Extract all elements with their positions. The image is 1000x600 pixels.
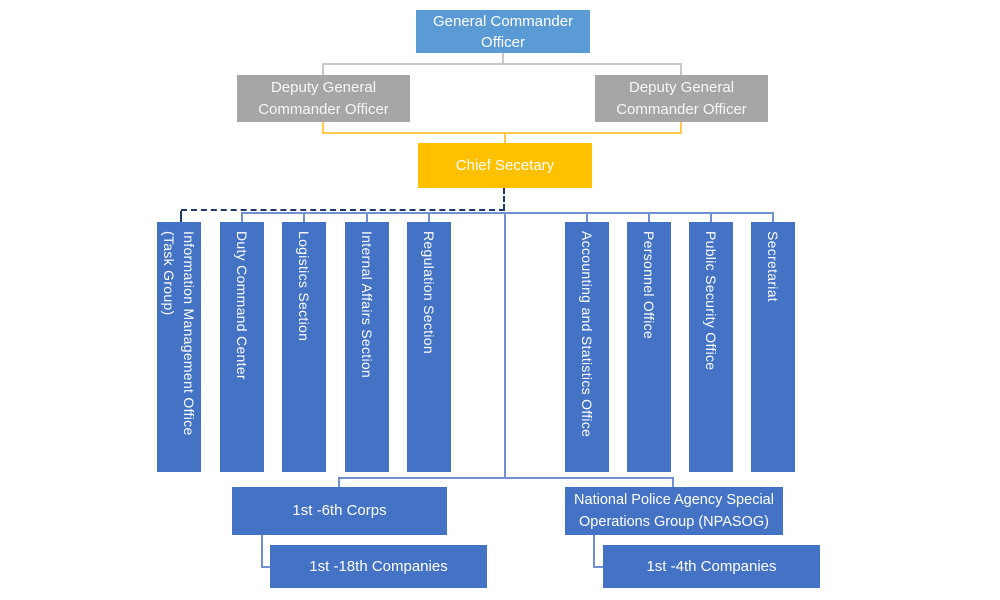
- node-label: Duty Command Center: [234, 231, 250, 380]
- node-label: General Commander Officer: [432, 12, 574, 51]
- node-label: National Police Agency Special Operation…: [574, 492, 774, 530]
- connector-gold-center-stub: [504, 132, 506, 143]
- node-corps: 1st -6th Corps: [232, 487, 447, 535]
- node-npasog: National Police Agency Special Operation…: [565, 487, 783, 535]
- connector-elbow-left-horizontal: [261, 566, 270, 568]
- node-regulation-section: Regulation Section: [407, 222, 451, 472]
- connector-gold-left-stub: [322, 122, 324, 133]
- node-public-security-office: Public Security Office: [689, 222, 733, 472]
- node-label: Chief Secetary: [455, 157, 555, 174]
- connector-dept-stub: [428, 213, 430, 222]
- connector-gold-right-stub: [680, 122, 682, 133]
- node-internal-affairs-section: Internal Affairs Section: [345, 222, 389, 472]
- node-label: Public Security Office: [703, 231, 719, 371]
- node-companies-right: 1st -4th Companies: [603, 545, 820, 588]
- connector-elbow-right-horizontal: [593, 566, 603, 568]
- connector-dept-stub: [586, 213, 588, 222]
- connector-gold-horizontal: [322, 132, 682, 134]
- node-duty-command-center: Duty Command Center: [220, 222, 264, 472]
- connector-field-left-stub: [338, 478, 340, 487]
- node-label: Logistics Section: [296, 231, 312, 342]
- node-secretariat: Secretariat: [751, 222, 795, 472]
- connector-field-horizontal: [338, 477, 674, 479]
- node-general-commander: General Commander Officer: [416, 10, 590, 53]
- node-chief-secretary: Chief Secetary: [418, 143, 592, 188]
- node-label: Deputy General Commander Officer: [616, 78, 747, 118]
- connector-departments-horizontal: [241, 212, 774, 214]
- connector-dept-stub: [648, 213, 650, 222]
- node-accounting-statistics-office: Accounting and Statistics Office: [565, 222, 609, 472]
- connector-deputy-left-stub: [322, 64, 324, 75]
- connector-dashed-stub: [180, 211, 182, 222]
- node-personnel-office: Personnel Office: [627, 222, 671, 472]
- connector-deputies-horizontal: [322, 63, 682, 65]
- connector-center-vertical: [504, 213, 506, 479]
- connector-dept-stub: [303, 213, 305, 222]
- node-label: Deputy General Commander Officer: [258, 78, 389, 118]
- node-label: 1st -6th Corps: [292, 502, 387, 519]
- connector-dept-stub: [710, 213, 712, 222]
- connector-elbow-left-vertical: [261, 535, 263, 568]
- node-label: 1st -4th Companies: [646, 557, 777, 575]
- node-logistics-section: Logistics Section: [282, 222, 326, 472]
- connector-root-stub: [502, 53, 504, 64]
- node-label: Personnel Office: [641, 231, 657, 340]
- node-label: 1st -18th Companies: [309, 557, 448, 575]
- connector-dept-stub: [241, 213, 243, 222]
- node-label: Secretariat: [765, 231, 781, 302]
- node-label: Information Management Office (Task Grou…: [161, 231, 197, 436]
- node-deputy-right: Deputy General Commander Officer: [595, 75, 768, 122]
- node-companies-left: 1st -18th Companies: [270, 545, 487, 588]
- node-label: Internal Affairs Section: [359, 231, 375, 379]
- connector-elbow-right-vertical: [593, 535, 595, 568]
- connector-dept-stub: [772, 213, 774, 222]
- connector-dashed-horizontal: [181, 209, 505, 211]
- connector-field-right-stub: [672, 478, 674, 487]
- connector-dashed-vertical: [503, 188, 505, 210]
- node-label: Regulation Section: [421, 231, 437, 354]
- connector-deputy-right-stub: [680, 64, 682, 75]
- connector-dept-stub: [366, 213, 368, 222]
- node-deputy-left: Deputy General Commander Officer: [237, 75, 410, 122]
- node-information-management-office: Information Management Office (Task Grou…: [157, 222, 201, 472]
- node-label: Accounting and Statistics Office: [579, 231, 595, 438]
